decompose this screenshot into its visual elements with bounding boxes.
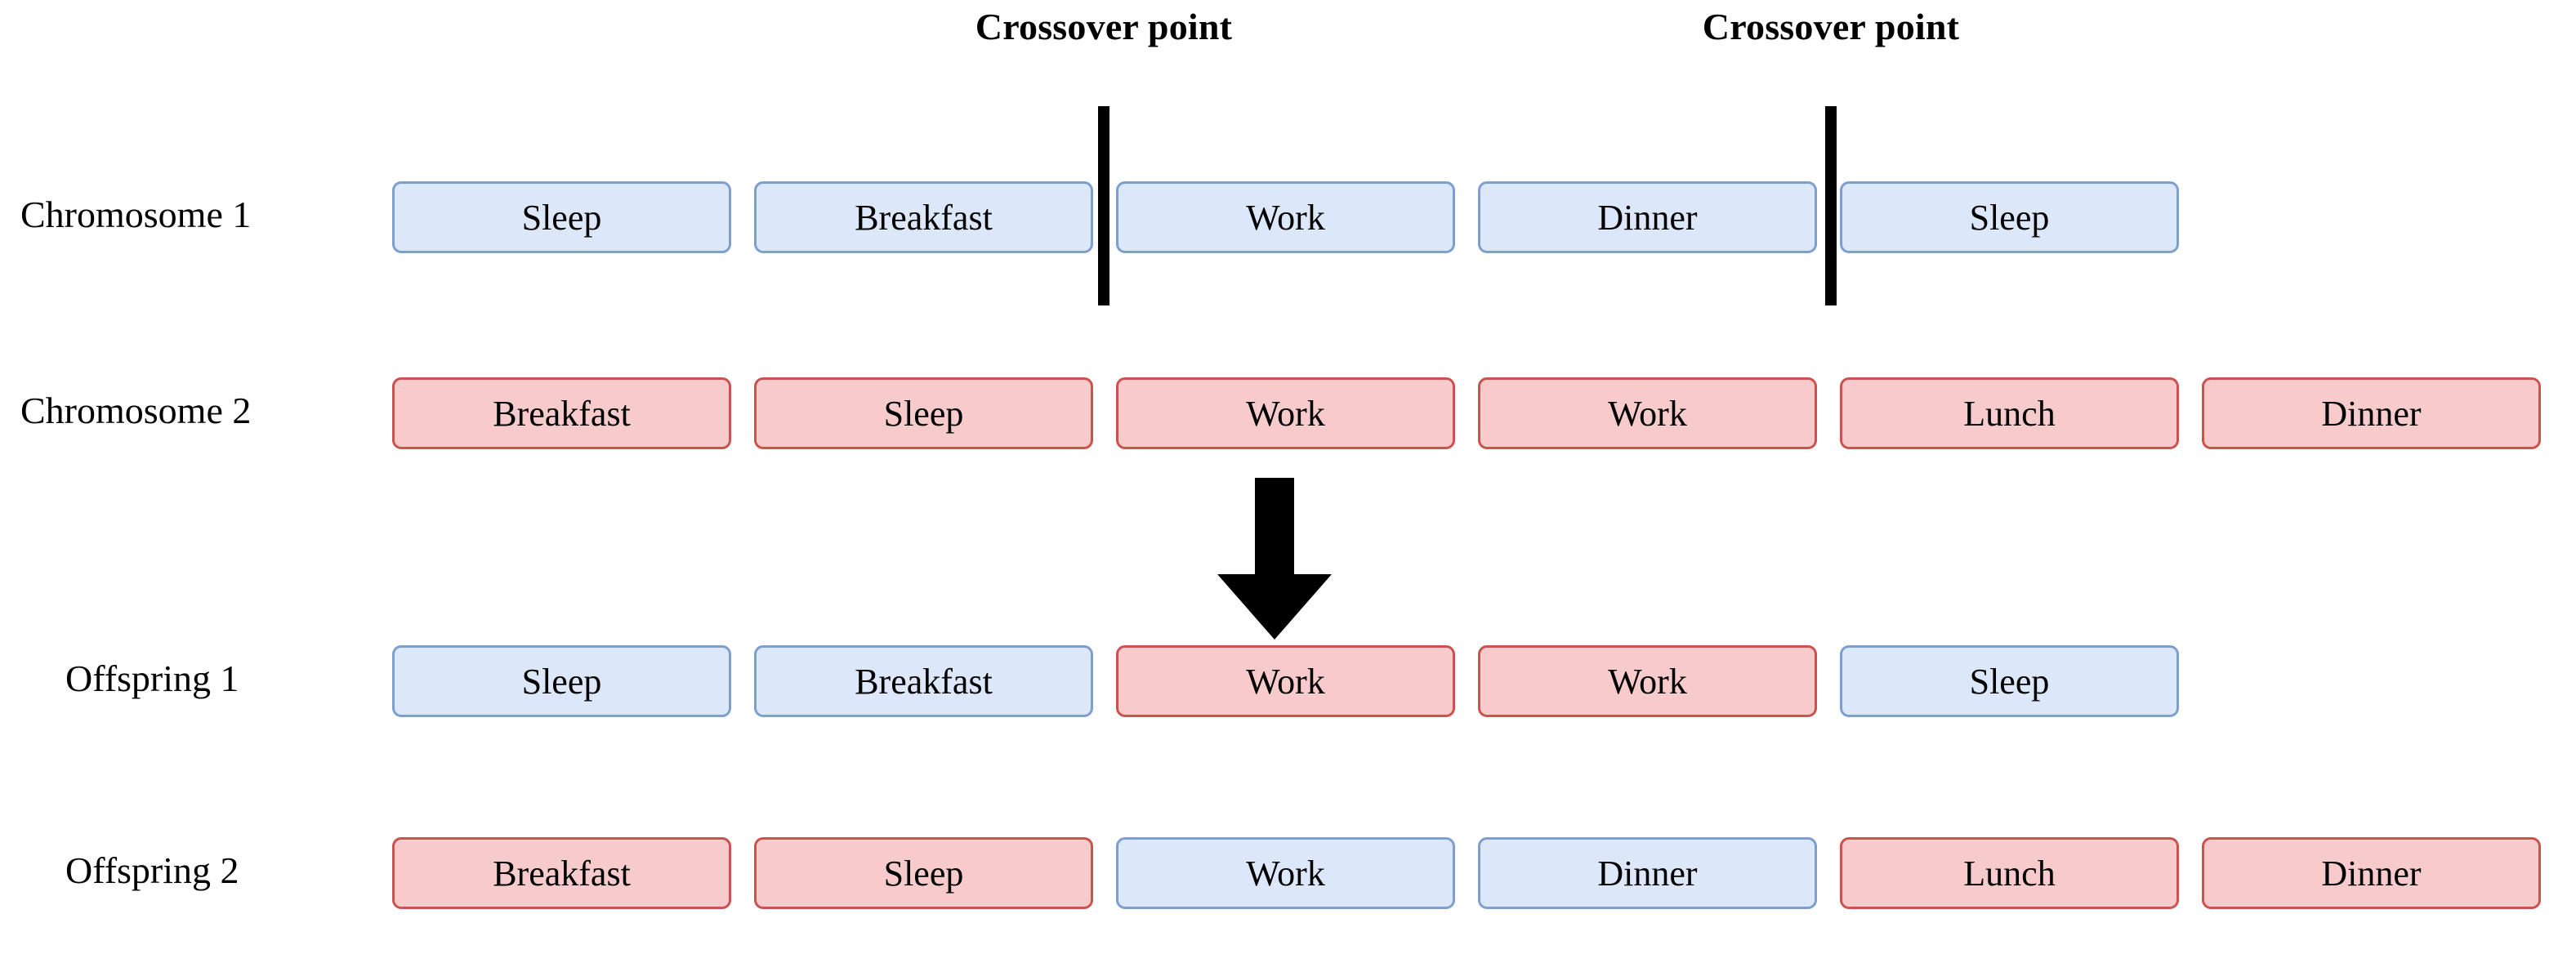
gene-box[interactable]: Dinner <box>1478 837 1817 909</box>
row-label-chromosome-2: Chromosome 2 <box>20 390 252 431</box>
down-arrow-glyph <box>1217 478 1332 640</box>
down-arrow-icon <box>1209 478 1340 645</box>
crossover-point-line-2 <box>1825 106 1837 305</box>
gene-box[interactable]: Work <box>1478 645 1817 717</box>
gene-box[interactable]: Work <box>1116 837 1455 909</box>
gene-box[interactable]: Sleep <box>1840 181 2179 253</box>
gene-box[interactable]: Lunch <box>1840 377 2179 449</box>
gene-box[interactable]: Dinner <box>2202 837 2541 909</box>
gene-box[interactable]: Work <box>1116 377 1455 449</box>
gene-box[interactable]: Breakfast <box>392 837 731 909</box>
crossover-point-line-1 <box>1098 106 1109 305</box>
gene-box[interactable]: Work <box>1478 377 1817 449</box>
gene-box[interactable]: Sleep <box>754 837 1093 909</box>
crossover-point-label-2: Crossover point <box>1702 6 1960 47</box>
gene-box[interactable]: Work <box>1116 645 1455 717</box>
gene-box[interactable]: Breakfast <box>754 645 1093 717</box>
gene-box[interactable]: Sleep <box>1840 645 2179 717</box>
gene-box[interactable]: Work <box>1116 181 1455 253</box>
gene-box[interactable]: Dinner <box>2202 377 2541 449</box>
row-label-offspring-2: Offspring 2 <box>65 849 239 891</box>
gene-box[interactable]: Sleep <box>392 181 731 253</box>
gene-box[interactable]: Breakfast <box>754 181 1093 253</box>
gene-box[interactable]: Lunch <box>1840 837 2179 909</box>
gene-box[interactable]: Sleep <box>754 377 1093 449</box>
row-label-chromosome-1: Chromosome 1 <box>20 194 252 235</box>
gene-box[interactable]: Sleep <box>392 645 731 717</box>
gene-box[interactable]: Breakfast <box>392 377 731 449</box>
gene-box[interactable]: Dinner <box>1478 181 1817 253</box>
row-label-offspring-1: Offspring 1 <box>65 658 239 699</box>
crossover-point-label-1: Crossover point <box>975 6 1233 47</box>
